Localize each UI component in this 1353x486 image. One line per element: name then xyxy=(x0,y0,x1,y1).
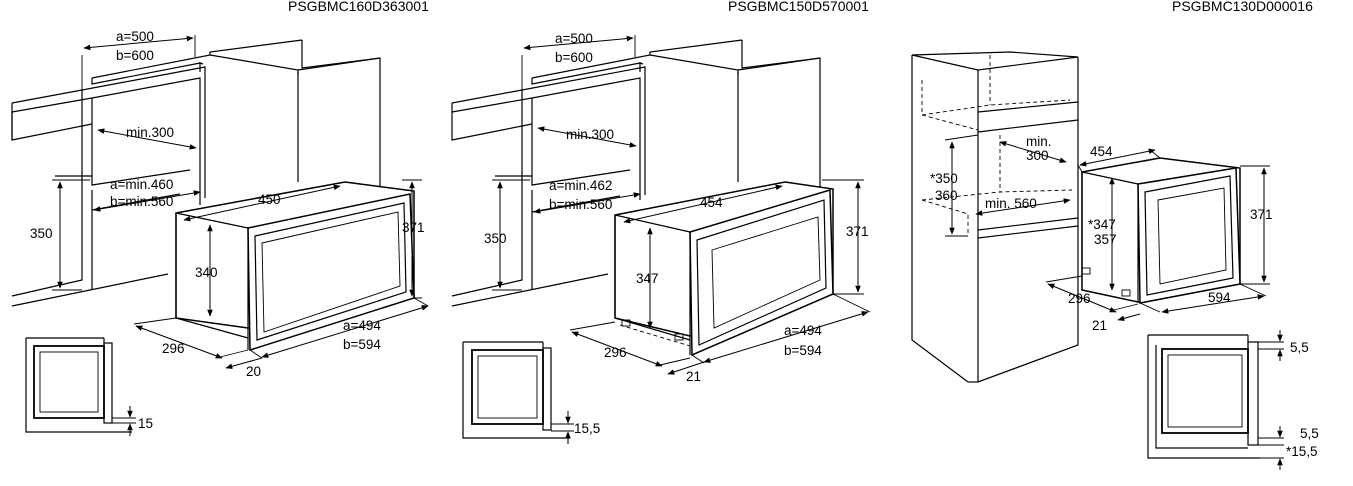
dim-min300-3 xyxy=(999,141,1067,163)
label-d296-1: 296 xyxy=(162,341,185,356)
label-b594-1: b=594 xyxy=(343,337,381,352)
label-d21-3: 21 xyxy=(1092,318,1107,333)
dim-d20-1 xyxy=(225,357,263,370)
dim-min300-1 xyxy=(97,128,197,150)
dim-a500-b600-1: a=500 b=600 xyxy=(81,29,196,90)
label-h347-2: 347 xyxy=(636,271,659,286)
model-code-3: PSGBMC130D000016 xyxy=(1172,0,1313,14)
dim-w594-3 xyxy=(1161,294,1265,314)
model-code-2: PSGBMC150D570001 xyxy=(728,0,869,14)
label-min300-1: min.300 xyxy=(126,125,174,140)
label-h350-2: 350 xyxy=(484,231,507,246)
label-d20-1: 20 xyxy=(246,364,261,379)
label-h347s-3: *347 xyxy=(1088,217,1116,232)
label-w594-3: 594 xyxy=(1208,290,1231,305)
label-w454-2: 454 xyxy=(700,195,723,210)
dim-a500-b600-2: a=500 b=600 xyxy=(521,31,636,90)
label-h360-3: 360 xyxy=(935,188,958,203)
label-d21-2: 21 xyxy=(686,369,701,384)
label-a500-2: a=500 xyxy=(555,31,593,46)
label-h350s-3: *350 xyxy=(930,171,958,186)
label-a494-1: a=494 xyxy=(343,318,381,333)
dim-d296-2 xyxy=(571,331,663,367)
label-min560-3: min. 560 xyxy=(985,196,1037,211)
label-min-3: min. xyxy=(1026,134,1052,149)
dim-a494-1 xyxy=(261,305,429,358)
dim-d296-3 xyxy=(1047,283,1117,313)
label-amin-2: a=min.462 xyxy=(549,178,612,193)
label-a500-1: a=500 xyxy=(116,29,154,44)
section-view-3 xyxy=(1147,330,1284,470)
dim-min300-2 xyxy=(537,126,637,148)
label-b594-2: b=594 xyxy=(784,343,822,358)
label-m300-3: 300 xyxy=(1026,148,1049,163)
dim-w454-3 xyxy=(1079,148,1156,167)
section-view-2 xyxy=(462,341,574,444)
label-min300-2: min.300 xyxy=(566,127,614,142)
label-s15-1: 15 xyxy=(138,416,153,431)
label-d296-3: 296 xyxy=(1068,291,1091,306)
dim-w454-2 xyxy=(623,184,783,224)
diagram-3: PSGBMC130D000016 min. 300 *350 360 min. … xyxy=(911,0,1319,470)
label-w450-1: 450 xyxy=(258,192,281,207)
dim-d21-3 xyxy=(1117,313,1141,322)
section-view-1 xyxy=(25,337,136,436)
label-bmin-1: b=min.560 xyxy=(110,194,173,209)
label-h371-3: 371 xyxy=(1250,207,1273,222)
dim-d21-2 xyxy=(667,361,705,375)
dim-min560-3 xyxy=(975,198,1071,216)
label-h357-3: 357 xyxy=(1094,232,1117,247)
model-code-1: PSGBMC160D363001 xyxy=(288,0,429,14)
label-h371-2: 371 xyxy=(846,224,869,239)
label-d296-2: 296 xyxy=(604,345,627,360)
label-bmin-2: b=min.560 xyxy=(549,197,612,212)
label-b600-1: b=600 xyxy=(116,48,154,63)
dim-d296-1 xyxy=(135,325,223,359)
label-a494-2: a=494 xyxy=(784,323,822,338)
label-s55b-3: 5,5 xyxy=(1300,426,1319,441)
tall-cabinet-3 xyxy=(911,51,1079,383)
cabinet-structure-1 xyxy=(11,39,381,307)
dim-w450-1 xyxy=(183,184,341,222)
label-amin-1: a=min.460 xyxy=(110,177,173,192)
label-w454-3: 454 xyxy=(1090,144,1113,159)
dim-amin-2 xyxy=(533,192,641,214)
label-b600-2: b=600 xyxy=(555,50,593,65)
label-s155s-3: *15,5 xyxy=(1286,444,1318,459)
label-s55a-3: 5,5 xyxy=(1290,340,1309,355)
dim-a494-2 xyxy=(703,311,869,363)
diagram-2: PSGBMC150D570001 a=500 b xyxy=(451,0,871,444)
label-s155-2: 15,5 xyxy=(574,421,600,436)
label-h371-1: 371 xyxy=(402,220,425,235)
diagram-1: PSGBMC160D363001 xyxy=(11,0,429,436)
dim-amin-1 xyxy=(93,190,201,212)
label-h340-1: 340 xyxy=(195,265,218,280)
label-h350-1: 350 xyxy=(30,226,53,241)
